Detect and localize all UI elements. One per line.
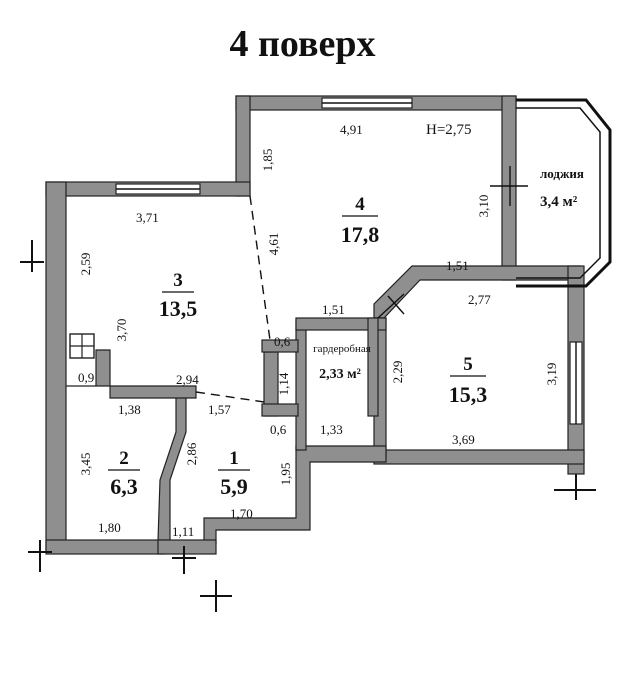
wardrobe-label: гардеробная — [313, 343, 371, 355]
wall-bottom-corridor — [203, 445, 387, 545]
dim-1-95: 1,95 — [278, 463, 293, 486]
wall-near-06-bottom — [261, 403, 299, 417]
dim-2-29: 2,29 — [390, 361, 405, 384]
wall-left-room4 — [235, 95, 251, 197]
dim-1-11: 1,11 — [172, 524, 194, 539]
door-mark-5 — [377, 293, 405, 319]
dim-2-77: 2,77 — [468, 292, 491, 307]
dim-3-71: 3,71 — [136, 210, 159, 225]
ceiling-height: H=2,75 — [426, 122, 472, 138]
dim-3-10: 3,10 — [476, 195, 491, 218]
dim-1-70: 1,70 — [230, 506, 253, 521]
wall-right-room4 — [501, 95, 517, 281]
room5-area: 15,3 — [449, 382, 488, 407]
wall-top-room2 — [66, 349, 197, 399]
wall-between-4-5 — [373, 265, 581, 319]
room1-number: 1 — [229, 448, 239, 469]
wall-left-outer — [45, 181, 67, 553]
wall-bottom-room5 — [373, 449, 585, 465]
wall-wardrobe-top — [295, 317, 387, 331]
room1-area: 5,9 — [220, 474, 248, 499]
wall-bottom-room1 — [157, 539, 217, 555]
dim-0-6-b: 0,6 — [270, 422, 287, 437]
dim-3-45: 3,45 — [78, 453, 93, 476]
wall-bottom-room2 — [45, 539, 165, 555]
dim-3-70: 3,70 — [114, 319, 129, 342]
wall-wardrobe-right — [367, 317, 379, 417]
dimension-labels: 4,91 1,85 3,71 4,61 3,10 1,51 2,59 3,70 … — [78, 122, 559, 539]
dim-2-86: 2,86 — [184, 442, 199, 465]
axis-ticks — [20, 240, 596, 612]
room2-area: 6,3 — [110, 474, 138, 499]
loggia-area: 3,4 м² — [540, 194, 578, 210]
dim-1-51-a: 1,51 — [446, 258, 469, 273]
door-mark-5b — [387, 295, 405, 315]
dim-3-69: 3,69 — [452, 432, 475, 447]
room2-number: 2 — [119, 448, 129, 469]
dim-1-38: 1,38 — [118, 402, 141, 417]
room-labels: 3 13,5 4 17,8 5 15,3 2 6,3 1 5,9 гардеро… — [108, 122, 487, 499]
loggia: лоджия 3,4 м² — [490, 98, 612, 288]
loggia-label: лоджия — [540, 166, 584, 181]
vent-shaft-icon — [69, 333, 95, 359]
dim-1-51-b: 1,51 — [322, 302, 345, 317]
dim-1-85: 1,85 — [260, 149, 275, 172]
loggia-inner — [516, 107, 601, 279]
dim-4-61: 4,61 — [266, 233, 281, 256]
dim-1-80: 1,80 — [98, 520, 121, 535]
wall-near-06 — [261, 339, 299, 353]
windows — [115, 97, 583, 425]
dim-4-91: 4,91 — [340, 122, 363, 137]
wall-between-2-1 — [157, 395, 187, 541]
room5-number: 5 — [463, 354, 473, 375]
dim-2-94: 2,94 — [176, 372, 199, 387]
dim-0-6-a: 0,6 — [274, 334, 291, 349]
zone-line-3-1 — [195, 391, 265, 403]
zone-line-3-4 — [249, 195, 271, 341]
room3-number: 3 — [173, 270, 183, 291]
room4-area: 17,8 — [341, 222, 380, 247]
wardrobe-area: 2,33 м² — [319, 367, 361, 382]
dim-0-9: 0,9 — [78, 370, 94, 385]
dim-2-59: 2,59 — [78, 253, 93, 276]
dim-1-57: 1,57 — [208, 402, 231, 417]
dim-1-14: 1,14 — [276, 372, 291, 395]
loggia-outer — [516, 98, 612, 288]
dim-1-33: 1,33 — [320, 422, 343, 437]
dim-3-19: 3,19 — [544, 363, 559, 386]
room3-area: 13,5 — [159, 296, 198, 321]
floor-title: 4 поверх — [229, 23, 376, 65]
room4-number: 4 — [355, 194, 365, 215]
walls — [45, 95, 585, 555]
